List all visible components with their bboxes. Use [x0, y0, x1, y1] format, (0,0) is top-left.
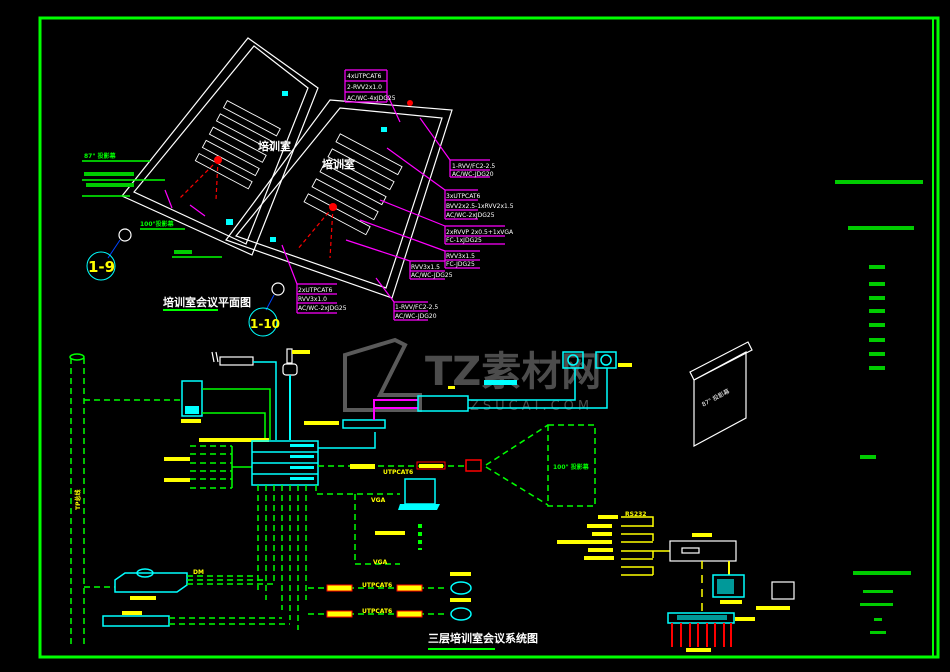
cable-tag: 2xUTPCAT6 RVV3x1.0 AC/WC-2xJDG25: [281, 244, 347, 314]
recorder-device: [102, 615, 170, 627]
cable-tag: 2xRVVP 2x0.5+1xVGA FC-1xJDG25: [379, 199, 514, 245]
svg-text:AC/WC-JDG20: AC/WC-JDG20: [452, 171, 494, 178]
svg-text:AC/WC-JDG25: AC/WC-JDG25: [411, 272, 453, 279]
svg-text:FC-JDG25: FC-JDG25: [446, 261, 475, 268]
camera-icon: [450, 581, 472, 595]
projection-screen: [547, 424, 596, 507]
svg-text:AC/WC-2xJDG25: AC/WC-2xJDG25: [446, 212, 495, 219]
cable-label: UTPCAT6: [362, 608, 392, 615]
svg-text:AC/WC-JDG20: AC/WC-JDG20: [395, 313, 437, 320]
equipment-rack: [251, 440, 319, 486]
device-icon: [226, 219, 233, 225]
desks-left: [194, 99, 281, 190]
cable-tag: 4xUTPCAT6 2-RVV2x1.0 AC/WC-4xJDG25: [344, 69, 401, 123]
svg-text:4xUTPCAT6: 4xUTPCAT6: [347, 73, 382, 80]
cable-tag: RVV3x1.5 AC/WC-JDG25: [345, 239, 453, 280]
screen-87-drawing: 87" 投影幕: [689, 341, 753, 448]
svg-text:1-RVV/FC2-2.5: 1-RVV/FC2-2.5: [452, 163, 495, 170]
amplifier-device: [417, 395, 469, 412]
title-block: [835, 180, 923, 634]
wireless-mic-receiver-icon: [219, 356, 254, 366]
system-diagram: TP总线: [69, 341, 795, 652]
projector-icon: [407, 100, 413, 106]
central-controller: [669, 540, 737, 562]
detail-marker: [271, 282, 285, 296]
computer-icon: [181, 380, 203, 417]
cable-label: UTPCAT6: [383, 469, 413, 476]
watermark: TZ素材网 ZSUCAI.COM: [343, 337, 601, 414]
desks-right: [303, 133, 403, 236]
floor-plan: 培训室 培训室 87" 投影幕 100"投影幕 1-9 1-10 培训室会议平面…: [82, 37, 514, 337]
svg-text:ZSUCAI.COM: ZSUCAI.COM: [470, 399, 593, 414]
device-icon: [381, 127, 387, 132]
callout-1-10: [248, 307, 278, 337]
power-sequencer: [667, 612, 735, 624]
room-wall-left: [121, 37, 319, 256]
tp-bus-label: TP总线: [74, 490, 82, 511]
svg-text:AC/WC-4xJDG25: AC/WC-4xJDG25: [347, 95, 396, 102]
drawing-frame: [38, 16, 940, 659]
floor-plan-title: 培训室会议平面图: [163, 295, 251, 309]
svg-text:2xUTPCAT6: 2xUTPCAT6: [298, 287, 333, 294]
microphone-icon: [286, 348, 293, 364]
svg-text:FC-1xJDG25: FC-1xJDG25: [446, 237, 482, 244]
callout-1-9: [86, 251, 116, 281]
cable-label: VGA: [371, 497, 386, 504]
speaker-icon: [562, 351, 584, 369]
rs232-label: RS232: [625, 511, 646, 518]
system-diagram-title: 三层培训室会议系统图: [428, 631, 538, 645]
cable-label: UTPCAT6: [362, 582, 392, 589]
room-wall-right: [225, 99, 453, 299]
screen-label: 100" 投影幕: [553, 463, 590, 471]
note-87-screen: 87" 投影幕: [84, 152, 117, 160]
svg-text:RVV3x1.5: RVV3x1.5: [411, 264, 440, 271]
room-inner-wall-left: [133, 45, 309, 245]
svg-text:BVV2x2.5-1xRVV2x1.5: BVV2x2.5-1xRVV2x1.5: [446, 203, 514, 210]
cable-label: DM: [193, 569, 204, 576]
cable-tag: RVV3x1.5 FC-JDG25: [359, 219, 480, 269]
device-icon: [270, 237, 276, 242]
svg-text:RVV3x1.5: RVV3x1.5: [446, 253, 475, 260]
svg-text:RVV3x1.0: RVV3x1.0: [298, 296, 327, 303]
video-conference-unit: [114, 572, 188, 593]
cable-tag: 1-RVV/FC2-2.5 AC/WC-JDG20: [375, 277, 438, 321]
svg-text:AC/WC-2xJDG25: AC/WC-2xJDG25: [298, 305, 347, 312]
svg-text:3xUTPCAT6: 3xUTPCAT6: [446, 193, 481, 200]
svg-text:1-RVV/FC2-2.5: 1-RVV/FC2-2.5: [395, 304, 438, 311]
note-100-screen: 100"投影幕: [140, 220, 175, 228]
projector-icon: [465, 459, 482, 472]
laptop-icon: [404, 478, 436, 505]
processor-device: [342, 419, 386, 429]
svg-text:2xRVVP 2x0.5+1xVGA: 2xRVVP 2x0.5+1xVGA: [446, 229, 514, 236]
phone-icon: [771, 581, 795, 600]
callout-label: 1-10: [250, 317, 280, 331]
svg-text:2-RVV2x1.0: 2-RVV2x1.0: [347, 84, 382, 91]
svg-text:87" 投影幕: 87" 投影幕: [700, 387, 731, 408]
touch-panel-icon: [712, 574, 745, 598]
callout-label: 1-9: [88, 258, 115, 276]
cable-tag: 3xUTPCAT6 BVV2x2.5-1xRVV2x1.5 AC/WC-2xJD…: [386, 147, 514, 220]
room-label-2: 培训室: [322, 157, 355, 171]
speaker-icon: [595, 351, 617, 369]
cable-label: VGA: [373, 559, 388, 566]
camera-icon: [450, 607, 472, 621]
detail-marker: [118, 228, 132, 242]
room-inner-wall-right: [234, 107, 443, 289]
cable-tag: 1-RVV/FC2-2.5 AC/WC-JDG20: [419, 117, 495, 178]
room-label: 培训室: [258, 139, 291, 153]
device-icon: [282, 91, 288, 96]
